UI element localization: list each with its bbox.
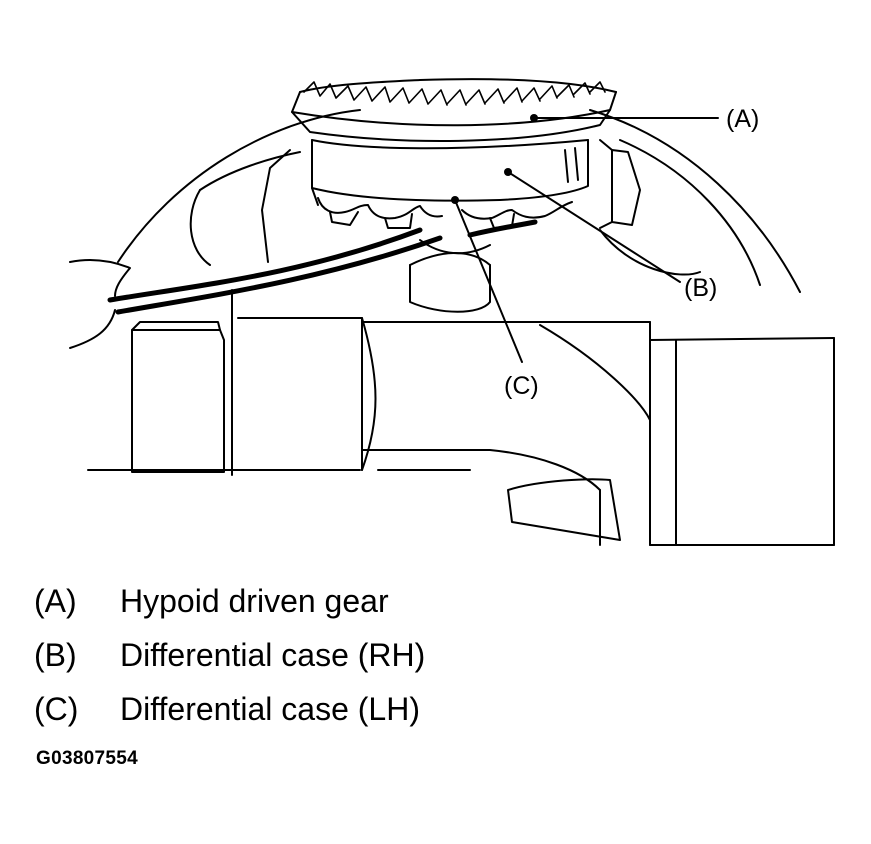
callout-label-b: (B)	[684, 274, 717, 302]
legend-key-c: (C)	[34, 691, 79, 727]
callout-label-a: (A)	[726, 105, 759, 133]
hypoid-driven-gear	[291, 78, 617, 143]
legend-item-b: (B) Differential case (RH)	[34, 628, 425, 682]
mounting-boss	[131, 321, 225, 473]
differential-case-lh	[317, 197, 573, 229]
legend-item-a: (A) Hypoid driven gear	[34, 574, 425, 628]
differential-assembly-illustration: (A) (B) (C)	[69, 78, 835, 546]
lower-flange	[507, 478, 621, 541]
legend: (A) Hypoid driven gear (B) Differential …	[34, 574, 425, 736]
axle-shaft	[87, 289, 835, 546]
legend-item-c: (C) Differential case (LH)	[34, 682, 425, 736]
differential-case-rh	[311, 139, 589, 206]
callout-leader-lines	[454, 117, 719, 363]
lifting-tool	[107, 219, 538, 315]
legend-key-b: (B)	[34, 637, 77, 673]
callout-target-dots	[451, 114, 538, 204]
legend-text-differential-case-rh: Differential case (RH)	[120, 637, 426, 673]
legend-text-hypoid-driven-gear: Hypoid driven gear	[120, 583, 389, 619]
legend-text-differential-case-lh: Differential case (LH)	[120, 691, 420, 727]
hand	[69, 259, 131, 349]
figure-code: G03807554	[36, 748, 139, 769]
legend-key-a: (A)	[34, 583, 77, 619]
callout-label-c: (C)	[504, 372, 539, 400]
pinion-collar	[409, 239, 491, 313]
